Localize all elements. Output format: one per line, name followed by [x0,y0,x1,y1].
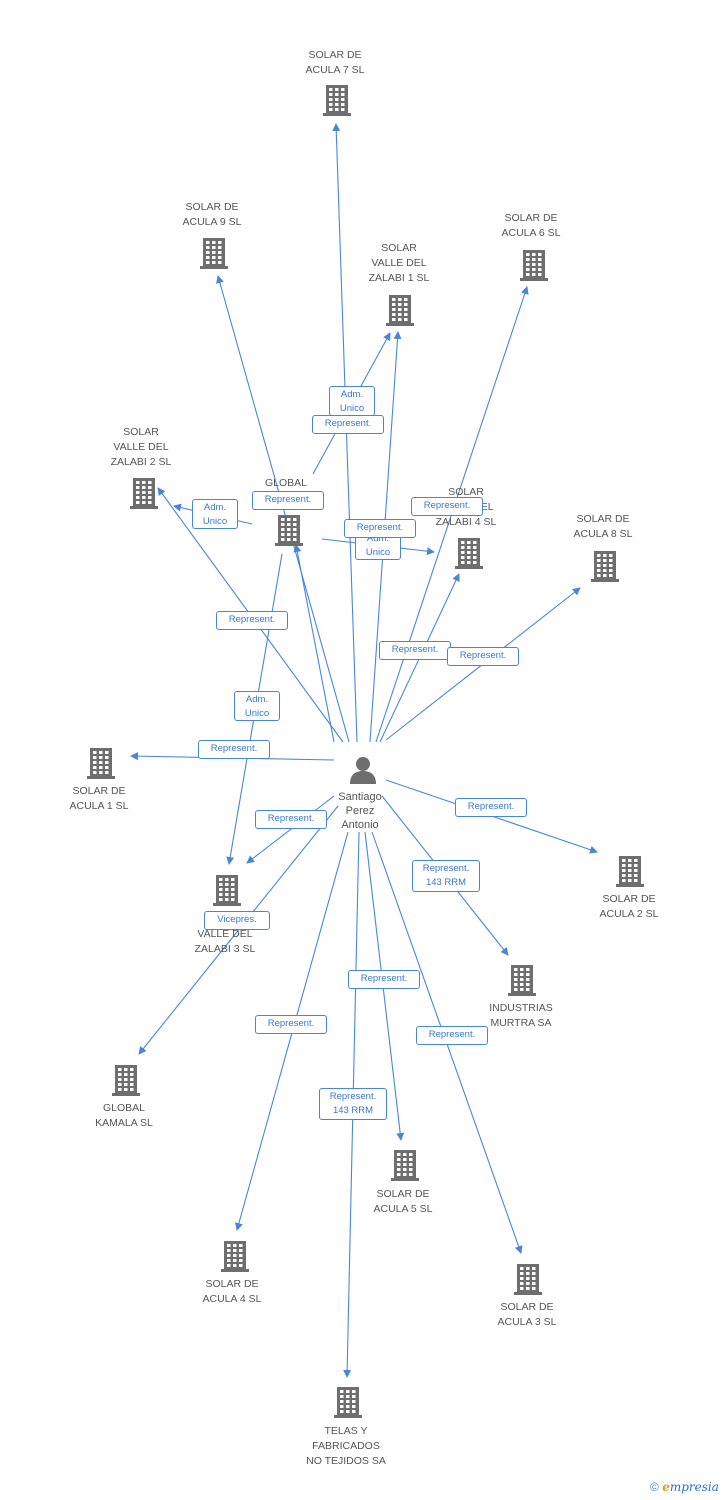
company-label-zalabi2[interactable]: SOLAR VALLE DEL ZALABI 2 SL [110,426,172,468]
building-icon[interactable] [616,855,644,887]
brand-logo: empresia [662,1480,719,1494]
building-icon[interactable] [221,1240,249,1272]
company-label-murtra[interactable]: INDUSTRIAS MURTRA SA [489,1002,553,1029]
relation-edge-center-global [293,544,335,743]
relation-label-center-global[interactable]: Represent. [252,491,324,510]
relation-label-center-zalabi3[interactable]: Represent. [255,810,327,829]
relation-label-global-zalabi1[interactable]: Adm. Unico [329,386,375,416]
building-icon[interactable] [591,550,619,582]
building-icon[interactable] [323,84,351,116]
company-label-acula2[interactable]: SOLAR DE ACULA 2 SL [599,893,659,920]
building-icon[interactable] [455,537,483,569]
company-label-acula8[interactable]: SOLAR DE ACULA 8 SL [573,513,633,540]
building-icon[interactable] [112,1064,140,1096]
person-name-label[interactable]: Santiago Perez Antonio [338,791,382,831]
building-icon[interactable] [508,964,536,996]
company-label-acula7[interactable]: SOLAR DE ACULA 7 SL [305,49,365,76]
building-icon[interactable] [520,249,548,281]
relation-label-center-acula1[interactable]: Represent. [198,740,270,759]
company-label-telas[interactable]: TELAS Y FABRICADOS NO TEJIDOS SA [306,1425,386,1467]
company-label-acula4[interactable]: SOLAR DE ACULA 4 SL [202,1278,262,1305]
relation-label-global-zalabi3[interactable]: Adm. Unico [234,691,280,721]
building-icon[interactable] [130,477,158,509]
relation-label-center-kamala[interactable]: Vicepres. [204,911,270,930]
building-icon[interactable] [334,1386,362,1418]
company-label-zalabi1[interactable]: SOLAR VALLE DEL ZALABI 1 SL [368,242,430,284]
relation-label-center-zalabi4[interactable]: Represent. [379,641,451,660]
building-icon[interactable] [213,874,241,906]
relation-label-center-acula2[interactable]: Represent. [455,798,527,817]
relation-edge-center-zalabi3 [246,795,335,864]
relation-edge-center-kamala [138,805,339,1055]
company-label-kamala[interactable]: GLOBAL KAMALA SL [95,1102,153,1129]
building-icon[interactable] [391,1149,419,1181]
relation-label-global-zalabi2[interactable]: Adm. Unico [192,499,238,529]
relation-label-center-acula5[interactable]: Represent. [348,970,420,989]
company-label-acula6[interactable]: SOLAR DE ACULA 6 SL [501,212,561,239]
relation-label-center-acula8[interactable]: Represent. [447,647,519,666]
company-label-zalabi3[interactable]: VALLE DEL ZALABI 3 SL [194,928,256,955]
relation-label-center-acula3[interactable]: Represent. [416,1026,488,1045]
company-label-acula1[interactable]: SOLAR DE ACULA 1 SL [69,785,129,812]
building-icon[interactable] [87,747,115,779]
relation-label-center-zalabi1[interactable]: Represent. [312,415,384,434]
company-label-global[interactable]: GLOBAL [264,477,308,489]
company-label-acula5[interactable]: SOLAR DE ACULA 5 SL [373,1188,433,1215]
relation-label-center-zalabi2[interactable]: Represent. [216,611,288,630]
copyright-symbol: © [650,1480,659,1494]
relation-label-center-telas[interactable]: Represent. 143 RRM [319,1088,387,1120]
person-icon[interactable] [348,755,378,785]
company-label-acula9[interactable]: SOLAR DE ACULA 9 SL [182,201,242,228]
relation-label-center-acula4[interactable]: Represent. [255,1015,327,1034]
building-icon[interactable] [514,1263,542,1295]
footer-brand[interactable]: © empresia [650,1480,719,1494]
company-label-acula3[interactable]: SOLAR DE ACULA 3 SL [497,1301,557,1328]
relation-label-center-murtra[interactable]: Represent. 143 RRM [412,860,480,892]
building-icon[interactable] [386,294,414,326]
building-icon[interactable] [275,514,303,546]
relation-label-center-zalabi4[interactable]: Represent. [344,519,416,538]
building-icon[interactable] [200,237,228,269]
relation-label-center-acula6[interactable]: Represent. [411,497,483,516]
